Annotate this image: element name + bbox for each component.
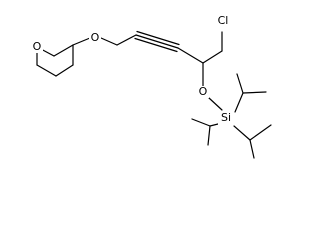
silyl-ether [202, 62, 223, 111]
bond [249, 139, 255, 159]
chemical-structure: O O Cl O Si [31, 14, 272, 159]
silicon-label: Si [221, 111, 231, 124]
chlorine-label: Cl [218, 14, 229, 27]
bond [55, 64, 74, 77]
bond [191, 118, 211, 127]
isopropyl-right [233, 124, 272, 159]
ether-chain [100, 34, 137, 46]
bond [134, 37, 178, 53]
bond [100, 37, 118, 46]
bond [209, 123, 219, 127]
bond [233, 125, 251, 141]
bond [249, 124, 272, 141]
bond [116, 34, 137, 46]
bond [177, 47, 204, 64]
bond [234, 92, 244, 113]
bond [236, 73, 244, 94]
silyl-oxygen-label: O [199, 85, 208, 98]
bond [72, 37, 91, 46]
bond [207, 125, 211, 146]
ring-oxygen-label: O [33, 40, 42, 53]
isopropyl-left [191, 118, 219, 146]
tetrahydropyran-ring [36, 37, 91, 77]
bond [36, 64, 57, 77]
bond [135, 34, 179, 49]
alkyne-triple-bond [134, 30, 180, 53]
ether-oxygen-label: O [91, 31, 100, 44]
bond [242, 91, 267, 94]
bond [136, 30, 180, 46]
bond [208, 97, 223, 111]
isopropyl-top [234, 73, 267, 113]
bond [202, 50, 223, 64]
bond [53, 44, 74, 57]
chloromethyl-branch [177, 31, 223, 64]
atom-labels: O O Cl O Si [31, 14, 234, 125]
